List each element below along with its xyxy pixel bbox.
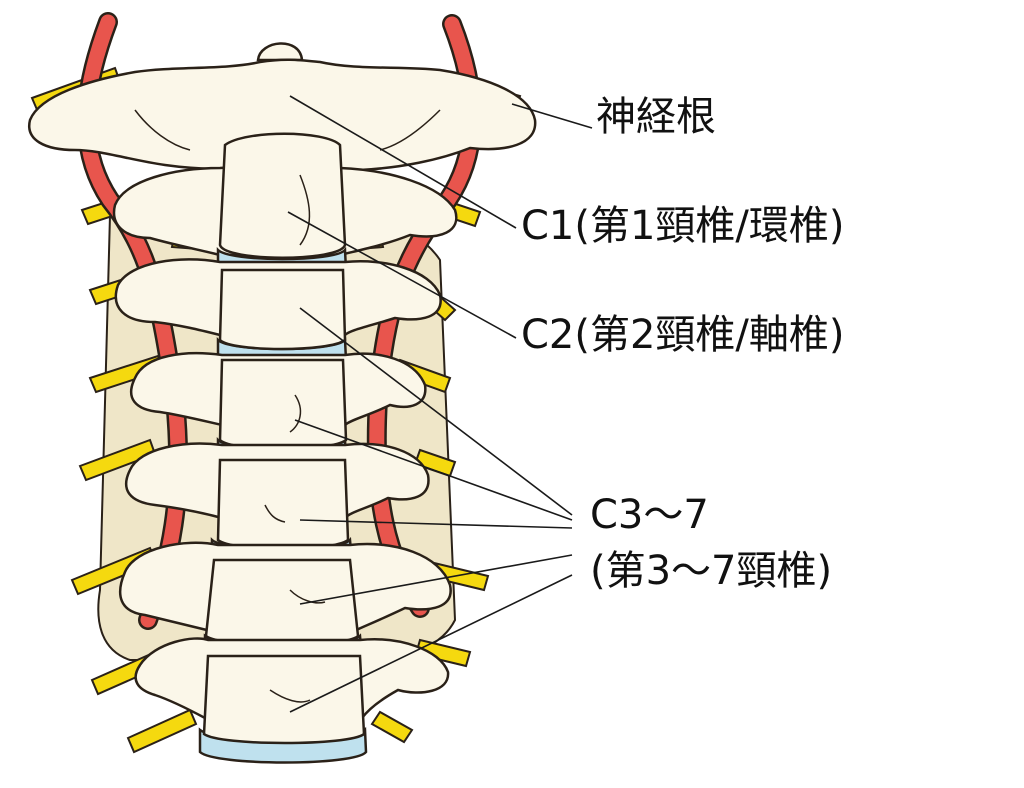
leader-c2 [287,211,517,339]
vertebra-c5 [124,442,430,551]
label-c1: C1(第1頸椎/環椎) [521,203,845,249]
vertebra-c1 [27,42,537,172]
leader-c3-7-d [299,554,573,605]
leader-c3-7-b [294,419,573,521]
vertebra-c7 [134,637,450,745]
label-c2: C2(第2頸椎/軸椎) [521,312,845,358]
nerve-root-c8-right [370,710,414,744]
axis-body [218,132,347,259]
atlas-body [27,58,537,172]
vertebra-c6 [118,541,452,647]
label-c3-7-subtitle: (第3～7頸椎) [590,548,833,594]
vertebra-c3 [114,258,442,351]
leader-c3-7-e [289,574,573,713]
leader-c3-7-a [299,307,573,516]
leader-lines [287,95,593,713]
dens-tip [256,42,304,62]
nerve-root-c8-left [126,708,198,754]
label-c3-7: C3～7 [590,492,709,538]
label-nerve-root: 神経根 [596,94,716,140]
leader-nerve-root [511,103,593,129]
leader-c3-7-c [299,519,573,529]
leader-c1 [289,95,517,229]
